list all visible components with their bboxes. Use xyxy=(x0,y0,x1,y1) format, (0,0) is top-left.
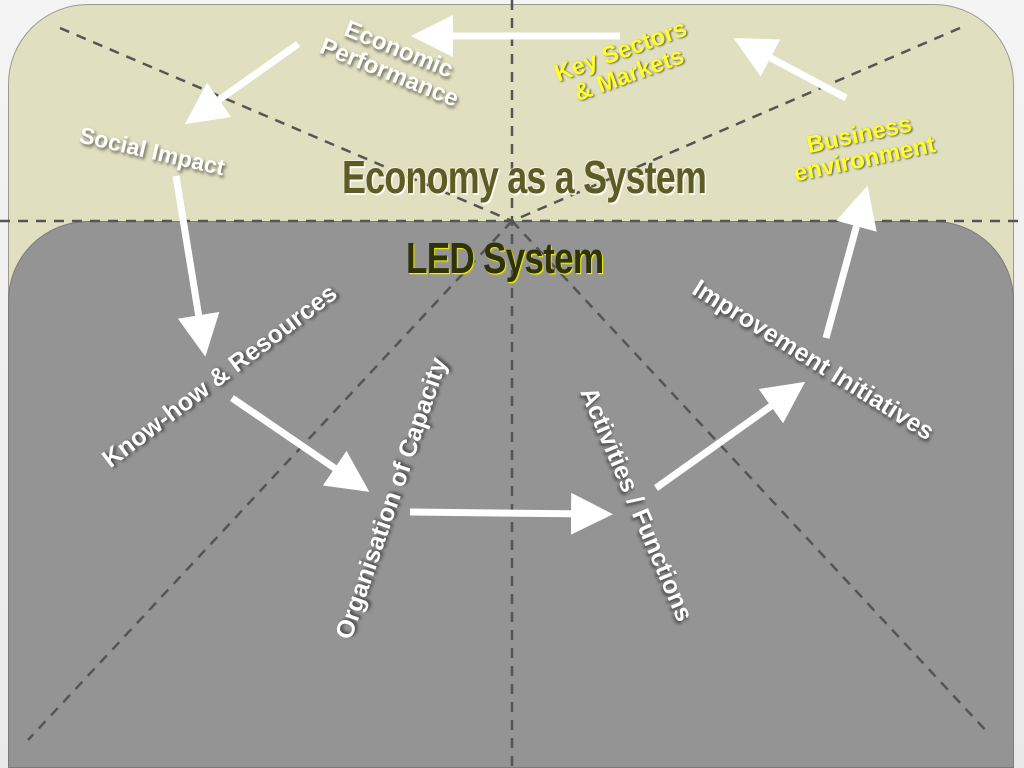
led-system-title: LED System xyxy=(406,234,604,283)
arrow-social-impact-to-know-how xyxy=(172,175,220,357)
arrow-improvement-to-business xyxy=(822,185,877,339)
arrow-business-to-key-sectors xyxy=(733,38,848,102)
arrow-organisation-to-activities xyxy=(409,492,613,535)
arrow-activities-to-improvement xyxy=(653,381,806,491)
guide-diag-top-right xyxy=(511,26,961,223)
flow-arrows xyxy=(172,15,877,535)
arrow-know-how-to-organisation xyxy=(230,395,370,492)
economy-system-title: Economy as a System xyxy=(342,151,707,203)
guide-diag-top-left xyxy=(59,26,513,223)
arrow-economic-performance-to-social-impact xyxy=(184,41,301,125)
guide-diag-bottom-right xyxy=(511,220,991,736)
